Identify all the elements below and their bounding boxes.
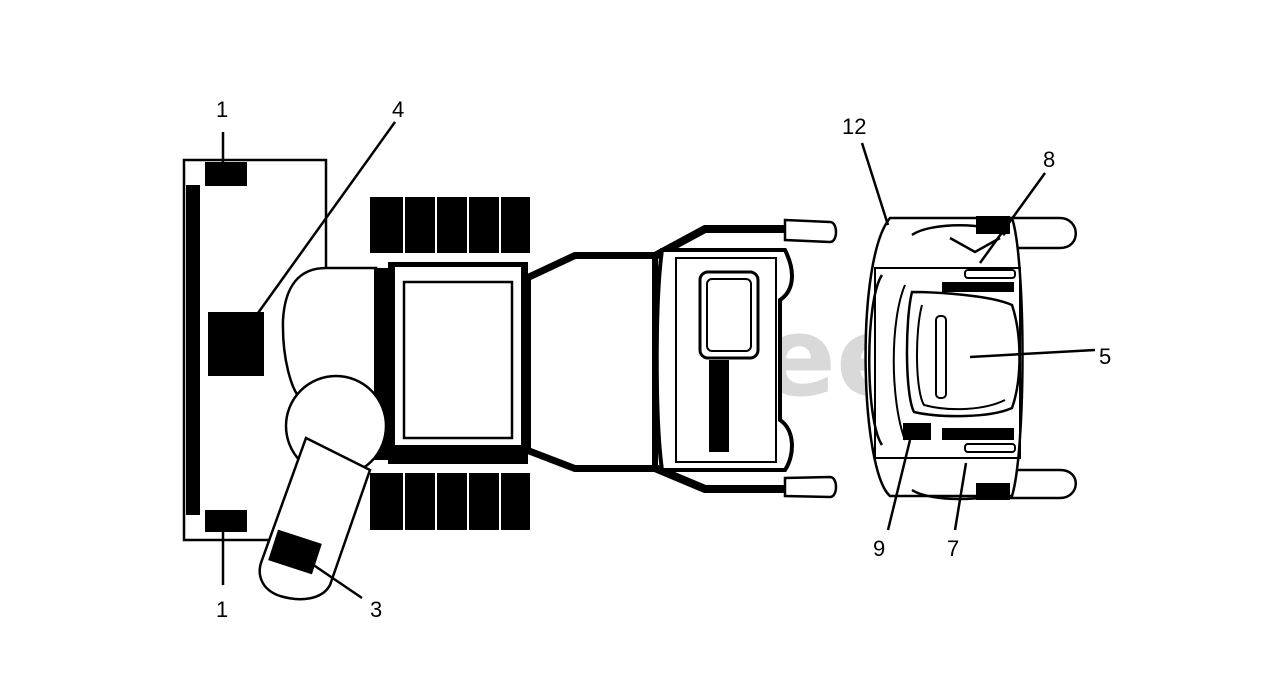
callout-3: 3 xyxy=(370,597,382,622)
decal-4 xyxy=(208,312,264,376)
leader-lines xyxy=(221,121,1096,600)
callout-9: 9 xyxy=(873,536,885,561)
engine xyxy=(388,262,528,464)
dash-panel xyxy=(864,216,1024,501)
decal-bar-top xyxy=(942,282,1014,292)
callout-12: 12 xyxy=(842,114,866,139)
lever-bottom xyxy=(964,443,1016,453)
callout-1-bottom: 1 xyxy=(216,597,228,622)
callout-8: 8 xyxy=(1043,147,1055,172)
decal-3 xyxy=(268,529,322,575)
track-bottom xyxy=(370,473,530,530)
control-panel xyxy=(654,248,794,472)
decal-9 xyxy=(903,423,931,440)
handle-grips xyxy=(783,218,838,499)
decal-7-upper xyxy=(976,483,1010,500)
callout-7: 7 xyxy=(947,536,959,561)
frame-body xyxy=(525,253,658,471)
decal-1-bottom xyxy=(205,510,247,532)
callout-5: 5 xyxy=(1099,344,1111,369)
callout-4: 4 xyxy=(392,97,404,122)
decal-bar-bottom xyxy=(942,428,1014,440)
track-top xyxy=(370,197,530,253)
decal-1-top xyxy=(205,162,247,186)
handle-loops xyxy=(1003,216,1077,500)
callout-1-top: 1 xyxy=(216,97,228,122)
decal-8 xyxy=(976,216,1010,234)
lever-top xyxy=(964,269,1016,279)
